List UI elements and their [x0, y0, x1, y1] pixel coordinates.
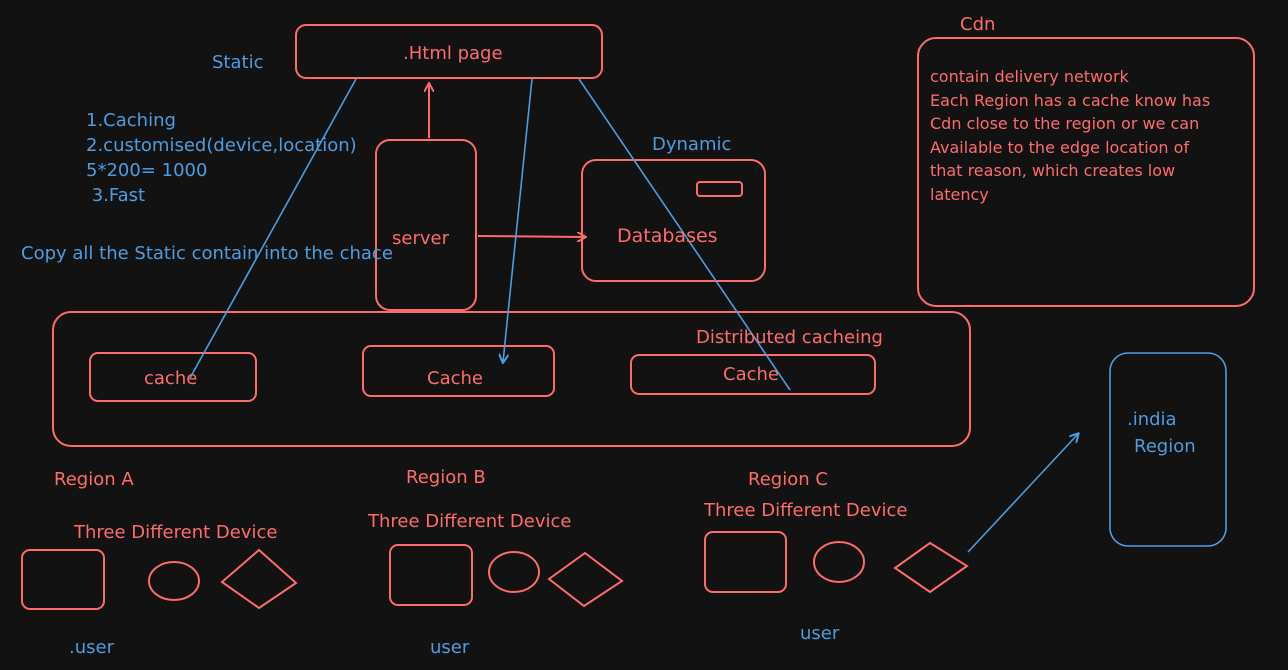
databases-box [581, 159, 766, 282]
cache-1-label: cache [144, 368, 198, 389]
cdn-title: Cdn [960, 14, 996, 35]
region-a-label: Region A [54, 469, 134, 490]
server-to-databases-arrow [477, 236, 585, 237]
device-b-square [389, 544, 473, 606]
cdn-note-line: contain delivery network [930, 67, 1129, 86]
cache-box-1 [89, 352, 257, 402]
device-a-circle [148, 561, 200, 601]
cdn-note-line: that reason, which creates low [930, 161, 1176, 180]
region-c-to-india-arrow [967, 434, 1078, 553]
cdn-box [917, 37, 1255, 307]
region-a-devices-label: Three Different Device [74, 522, 278, 543]
cdn-note-line: Each Region has a cache know has [930, 90, 1211, 110]
html-to-cache-2-arrow [503, 78, 533, 362]
cdn-notes: contain delivery network Each Region has… [930, 65, 1210, 206]
region-b-user-label: user [430, 637, 470, 658]
feature-item: 2.customised(device,location) [86, 135, 357, 156]
device-b-circle [488, 551, 540, 593]
cdn-note-line: Cdn close to the region or we can [930, 114, 1200, 133]
device-c-diamond [893, 541, 969, 594]
india-region-label-1: .india [1127, 409, 1177, 430]
distributed-cache-container [52, 311, 971, 447]
server-box [375, 139, 477, 311]
region-a-user-label: .user [69, 637, 114, 658]
distributed-caching-label: Distributed cacheing [696, 327, 883, 348]
databases-label: Databases [617, 225, 718, 247]
feature-item: 3.Fast [86, 185, 146, 206]
region-c-user-label: user [800, 623, 840, 644]
cdn-note-line: latency [930, 184, 989, 204]
device-a-square [21, 549, 105, 610]
dynamic-label: Dynamic [652, 134, 732, 155]
cache-box-2 [362, 345, 555, 397]
cache-2-label: Cache [427, 368, 483, 389]
india-region-label-2: Region [1134, 436, 1196, 457]
cdn-note-line: Available to the edge location of [930, 137, 1190, 157]
html-to-cache-3-line [578, 78, 791, 391]
feature-item: 5*200= 1000 [86, 160, 208, 181]
region-c-label: Region C [748, 469, 828, 490]
html-to-cache-1-line [189, 78, 357, 379]
region-b-devices-label: Three Different Device [368, 511, 572, 532]
feature-item: 1.Caching [86, 110, 176, 131]
device-c-circle [813, 541, 865, 583]
features-list: 1.Caching 2.customised(device,location) … [86, 108, 357, 208]
region-b-label: Region B [406, 467, 486, 488]
static-label: Static [212, 52, 264, 73]
cache-box-3 [630, 354, 876, 395]
device-a-diamond [220, 548, 298, 610]
html-page-box [295, 24, 603, 79]
cache-3-label: Cache [723, 364, 779, 385]
device-c-square [704, 531, 787, 593]
copy-note: Copy all the Static contain into the cha… [21, 243, 393, 264]
india-region-box [1109, 352, 1227, 547]
region-c-devices-label: Three Different Device [704, 500, 908, 521]
device-b-diamond [547, 551, 624, 608]
server-label: server [392, 228, 449, 249]
html-page-label: .Html page [403, 43, 503, 64]
databases-small-rect [696, 181, 743, 197]
